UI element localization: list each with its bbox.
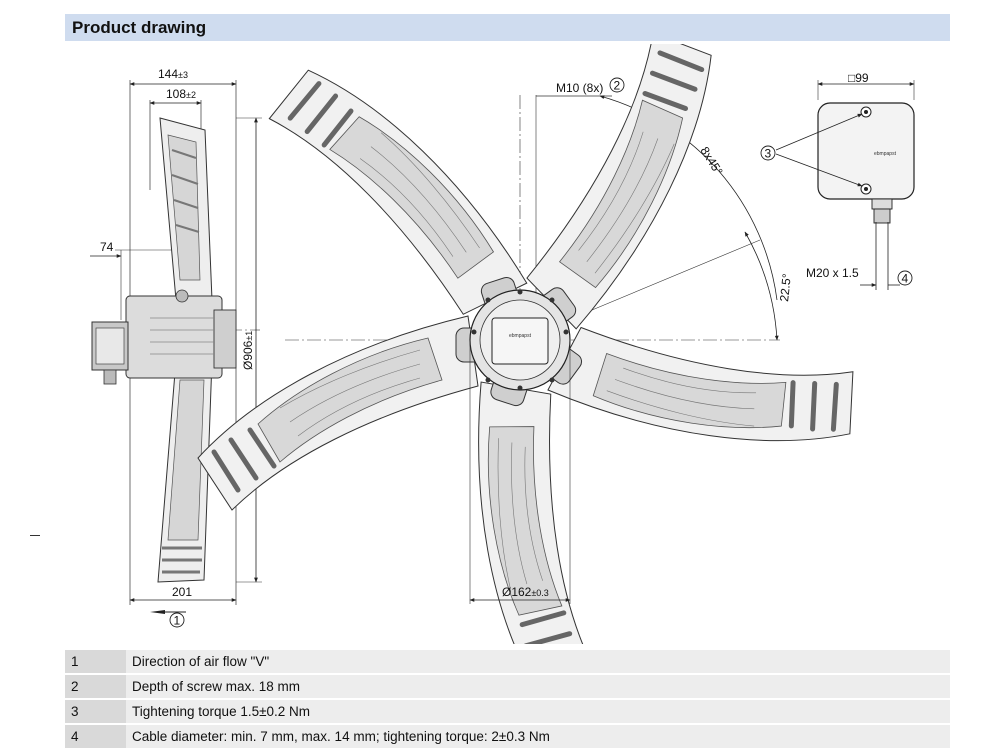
dim-angle-8x45: 8x45° [697, 144, 725, 178]
dim-cable-gland: M20 x 1.5 [806, 266, 859, 280]
legend-text: Depth of screw max. 18 mm [126, 674, 950, 700]
callout-4-label: 4 [902, 272, 909, 286]
callout-4-circle [897, 270, 913, 286]
legend-number: 3 [65, 699, 126, 725]
side-view [90, 80, 262, 614]
product-drawing: 144±3 108±2 74 201 Ø906±1 1 ebmpapst M10… [0, 44, 1000, 644]
callout-3-circle [760, 145, 776, 161]
legend-row: 2 Depth of screw max. 18 mm [65, 674, 950, 700]
front-view: ebmpapst [198, 44, 880, 644]
legend-number: 4 [65, 724, 126, 750]
terminal-box: ebmpapst [775, 80, 915, 290]
section-title: Product drawing [65, 14, 950, 41]
callout-2-label: 2 [614, 79, 621, 93]
dim-screw-thread: M10 (8x) [556, 81, 603, 95]
dim-depth-total: 144±3 [158, 67, 188, 81]
dim-box-size: □99 [848, 71, 869, 85]
legend-text: Direction of air flow "V" [126, 650, 950, 675]
legend-table: 1 Direction of air flow "V" 2 Depth of s… [65, 650, 950, 750]
product-drawing-svg: 144±3 108±2 74 201 Ø906±1 1 ebmpapst M10… [90, 44, 915, 644]
box-brand-text: ebmpapst [874, 151, 897, 157]
legend-row: 4 Cable diameter: min. 7 mm, max. 14 mm;… [65, 724, 950, 750]
dim-hub-diameter: Ø162±0.3 [502, 585, 549, 599]
dim-motor-offset: 74 [100, 240, 114, 254]
margin-tick [30, 535, 40, 536]
dim-diameter: Ø906±1 [241, 331, 255, 370]
dim-depth-hub: 108±2 [166, 87, 196, 101]
callout-1-label: 1 [174, 614, 181, 628]
callout-1-circle [169, 612, 185, 628]
legend-text: Cable diameter: min. 7 mm, max. 14 mm; t… [126, 724, 950, 750]
legend-number: 1 [65, 650, 126, 675]
hub-brand-text: ebmpapst [509, 333, 532, 339]
dim-width: 201 [172, 585, 192, 599]
legend-number: 2 [65, 674, 126, 700]
dim-angle-22: 22.5° [777, 273, 794, 303]
callout-3-label: 3 [765, 147, 772, 161]
legend-text: Tightening torque 1.5±0.2 Nm [126, 699, 950, 725]
legend-row: 1 Direction of air flow "V" [65, 650, 950, 675]
callout-2-circle [609, 77, 625, 93]
legend-row: 3 Tightening torque 1.5±0.2 Nm [65, 699, 950, 725]
